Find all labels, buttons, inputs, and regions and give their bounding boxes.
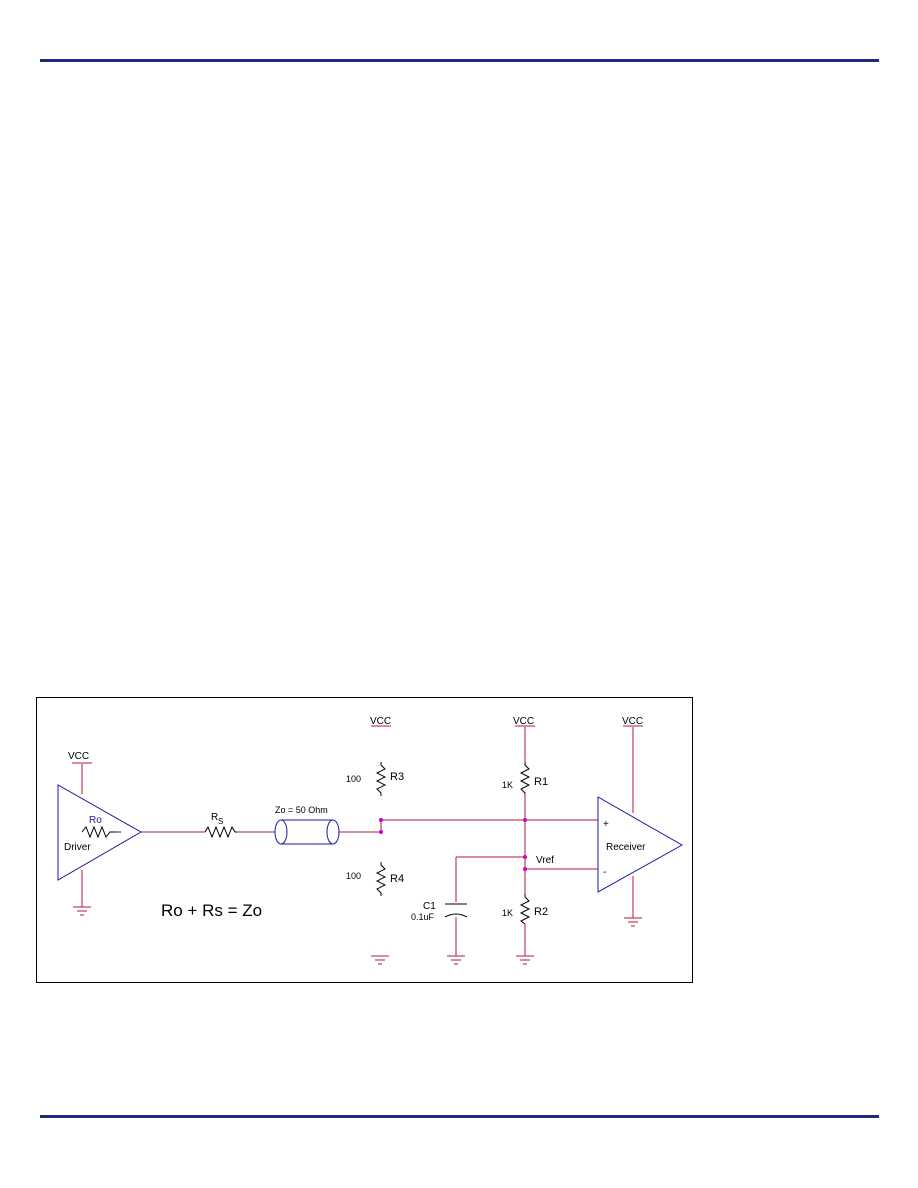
vcc-r1-label: VCC [513, 716, 534, 727]
vcc-receiver-label: VCC [622, 716, 643, 727]
receiver-plus-label: + [603, 819, 609, 830]
receiver-amplifier-icon [597, 796, 684, 893]
node-dots [379, 818, 527, 871]
resistor-r1-icon [519, 762, 531, 794]
r3-label: R3 [390, 771, 404, 783]
header-rule [40, 59, 879, 62]
wires [72, 725, 643, 956]
footer-rule [40, 1115, 879, 1118]
driver-label: Driver [64, 842, 91, 853]
r1-label: R1 [534, 776, 548, 788]
rs-subscript-label: S [218, 817, 223, 826]
rs-label: R [211, 812, 218, 823]
r3-value-label: 100 [346, 774, 361, 784]
equation-label: Ro + Rs = Zo [161, 901, 262, 920]
receiver-label: Receiver [606, 842, 646, 853]
resistor-r4-icon [375, 862, 387, 896]
ground-icon [73, 906, 642, 965]
resistors [204, 762, 531, 925]
vcc-driver-label: VCC [68, 751, 89, 762]
vref-label: Vref [536, 855, 554, 866]
components [57, 784, 684, 918]
r1-value-label: 1K [502, 780, 513, 790]
schematic-figure: VCC VCC VCC VCC Ro Driver R S Zo = 50 Oh… [36, 697, 693, 983]
circuit-schematic: VCC VCC VCC VCC Ro Driver R S Zo = 50 Oh… [57, 716, 684, 965]
r2-value-label: 1K [502, 908, 513, 918]
c1-value-label: 0.1uF [411, 912, 435, 922]
resistor-rs-icon [204, 825, 237, 839]
r4-value-label: 100 [346, 871, 361, 881]
resistor-r3-icon [375, 762, 387, 796]
c1-label: C1 [423, 901, 436, 912]
vcc-r3-label: VCC [370, 716, 391, 727]
resistor-r2-icon [519, 894, 531, 925]
driver-amplifier-icon [57, 784, 143, 881]
zo-label: Zo = 50 Ohm [275, 805, 328, 815]
r2-label: R2 [534, 906, 548, 918]
r4-label: R4 [390, 873, 404, 885]
receiver-minus-label: - [603, 867, 606, 878]
driver-ro-label: Ro [89, 815, 102, 826]
